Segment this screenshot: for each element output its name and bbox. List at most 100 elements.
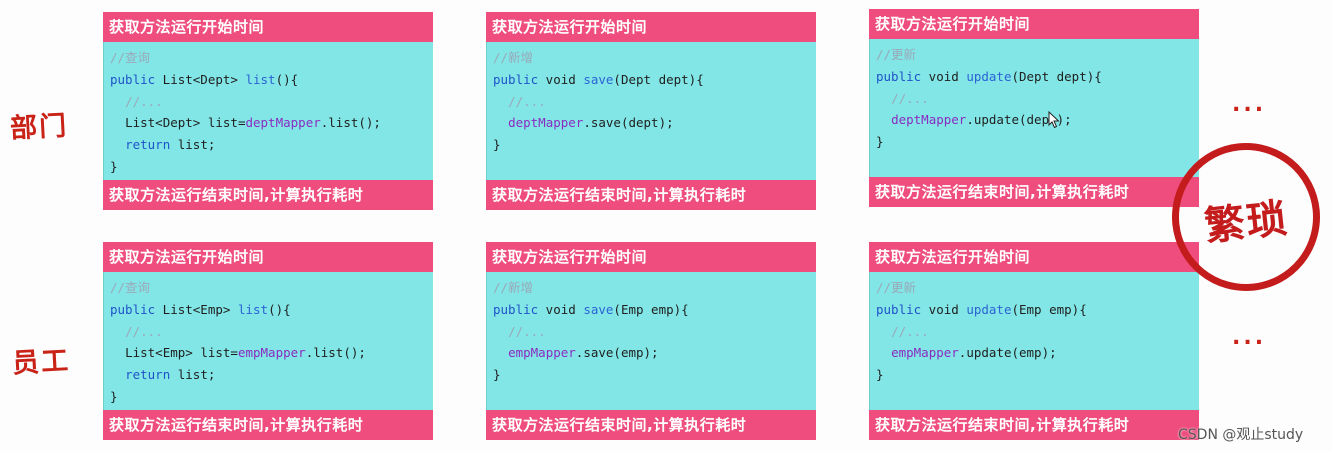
- end-time-bar: 获取方法运行结束时间,计算执行耗时: [869, 177, 1199, 207]
- method-name: update: [966, 301, 1012, 317]
- method-card-dept-save: 获取方法运行开始时间 //新增 public void save(Dept de…: [486, 12, 816, 210]
- code-comment: //...: [110, 91, 427, 113]
- keyword: return: [125, 137, 171, 153]
- code-block: //查询 public List<Dept> list(){ //... Lis…: [103, 42, 433, 180]
- start-time-bar: 获取方法运行开始时间: [103, 242, 433, 272]
- return-type: void: [921, 68, 967, 84]
- method-signature: public void save(Dept dept){: [493, 69, 810, 91]
- closing-brace: }: [876, 367, 884, 383]
- mapper-variable: empMapper: [891, 345, 959, 361]
- method-name: list: [245, 71, 276, 87]
- start-time-bar: 获取方法运行开始时间: [486, 242, 816, 272]
- method-args: (){: [268, 301, 291, 317]
- end-time-bar: 获取方法运行结束时间,计算执行耗时: [103, 180, 433, 210]
- method-args: (){: [275, 71, 299, 87]
- method-signature: public List<Dept> list(){: [110, 69, 427, 91]
- closing-brace: }: [110, 388, 118, 404]
- end-time-bar: 获取方法运行结束时间,计算执行耗时: [869, 410, 1199, 440]
- method-signature: public List<Emp> list(){: [110, 299, 427, 321]
- keyword: return: [125, 367, 171, 383]
- method-name: update: [966, 68, 1012, 84]
- stamp-text: 繁琐: [1202, 194, 1291, 251]
- closing-brace: }: [493, 137, 501, 153]
- code-comment: //...: [493, 321, 810, 343]
- code-body: deptMapper.save(dept);: [493, 112, 810, 134]
- code-comment: //...: [876, 88, 1193, 110]
- code-text: list;: [170, 367, 216, 383]
- code-block: //新增 public void save(Emp emp){ //... em…: [486, 272, 816, 410]
- code-block: //查询 public List<Emp> list(){ //... List…: [103, 272, 433, 410]
- code-block: //更新 public void update(Dept dept){ //..…: [869, 39, 1199, 177]
- mapper-variable: deptMapper: [891, 112, 967, 128]
- csdn-watermark: CSDN @观止study: [1178, 427, 1304, 443]
- keyword: public: [876, 68, 922, 84]
- keyword: public: [110, 301, 156, 317]
- code-comment: //更新: [876, 280, 917, 295]
- code-comment: //查询: [110, 50, 151, 65]
- ellipsis-mark: ...: [1232, 92, 1267, 117]
- ellipsis-mark: ...: [1232, 325, 1267, 350]
- end-time-bar: 获取方法运行结束时间,计算执行耗时: [103, 410, 433, 440]
- mapper-variable: deptMapper: [245, 115, 321, 131]
- method-args: (Dept dept){: [1011, 68, 1102, 84]
- method-signature: public void update(Emp emp){: [876, 299, 1193, 321]
- mapper-variable: deptMapper: [508, 115, 584, 131]
- end-time-bar: 获取方法运行结束时间,计算执行耗时: [486, 410, 816, 440]
- mapper-variable: empMapper: [508, 345, 576, 361]
- method-args: (Emp emp){: [1011, 301, 1087, 317]
- code-text: .save(emp);: [575, 345, 659, 361]
- code-text: List<Emp> list=: [125, 345, 238, 361]
- method-signature: public void update(Dept dept){: [876, 66, 1193, 88]
- method-name: list: [237, 301, 269, 317]
- return-type: void: [921, 301, 967, 317]
- code-comment: //...: [110, 321, 427, 343]
- keyword: public: [876, 301, 922, 317]
- code-comment-text: //...: [508, 323, 546, 339]
- code-body: deptMapper.update(dept);: [876, 109, 1193, 131]
- code-text: .update(emp);: [958, 345, 1057, 361]
- code-comment: //新增: [493, 50, 534, 65]
- method-args: (Emp emp){: [613, 301, 689, 317]
- code-body: empMapper.update(emp);: [876, 342, 1193, 364]
- code-comment-text: //...: [125, 323, 163, 339]
- keyword: public: [110, 71, 156, 87]
- return-type: void: [538, 71, 584, 87]
- code-comment-text: //...: [891, 323, 929, 339]
- code-comment: //更新: [876, 47, 917, 62]
- code-text: .list();: [305, 345, 366, 361]
- method-card-emp-update: 获取方法运行开始时间 //更新 public void update(Emp e…: [869, 242, 1199, 440]
- return-statement: return list;: [110, 134, 427, 156]
- method-args: (Dept dept){: [613, 71, 704, 87]
- return-type: List<Emp>: [155, 301, 238, 317]
- end-time-bar: 获取方法运行结束时间,计算执行耗时: [486, 180, 816, 210]
- method-card-dept-list: 获取方法运行开始时间 //查询 public List<Dept> list()…: [103, 12, 433, 210]
- start-time-bar: 获取方法运行开始时间: [103, 12, 433, 42]
- code-text: List<Dept> list=: [125, 115, 246, 131]
- code-body: empMapper.save(emp);: [493, 342, 810, 364]
- method-card-dept-update: 获取方法运行开始时间 //更新 public void update(Dept …: [869, 9, 1199, 207]
- row-label-emp: 员工: [11, 345, 71, 380]
- keyword: public: [493, 301, 539, 317]
- method-signature: public void save(Emp emp){: [493, 299, 810, 321]
- code-comment: //...: [876, 321, 1193, 343]
- method-card-emp-save: 获取方法运行开始时间 //新增 public void save(Emp emp…: [486, 242, 816, 440]
- code-comment: //查询: [110, 280, 151, 295]
- code-body: List<Emp> list=empMapper.list();: [110, 342, 427, 364]
- closing-brace: }: [493, 367, 501, 383]
- mapper-variable: empMapper: [237, 345, 306, 361]
- code-body: List<Dept> list=deptMapper.list();: [110, 112, 427, 134]
- code-block: //新增 public void save(Dept dept){ //... …: [486, 42, 816, 180]
- return-type: List<Dept>: [155, 71, 246, 87]
- start-time-bar: 获取方法运行开始时间: [486, 12, 816, 42]
- closing-brace: }: [110, 158, 118, 174]
- closing-brace: }: [876, 134, 884, 150]
- code-comment: //新增: [493, 280, 534, 295]
- start-time-bar: 获取方法运行开始时间: [869, 9, 1199, 39]
- code-text: .update(dept);: [966, 112, 1072, 128]
- method-name: save: [583, 71, 614, 87]
- method-name: save: [583, 301, 614, 317]
- code-block: //更新 public void update(Emp emp){ //... …: [869, 272, 1199, 410]
- code-comment-text: //...: [125, 93, 163, 109]
- start-time-bar: 获取方法运行开始时间: [869, 242, 1199, 272]
- code-comment-text: //...: [891, 90, 929, 106]
